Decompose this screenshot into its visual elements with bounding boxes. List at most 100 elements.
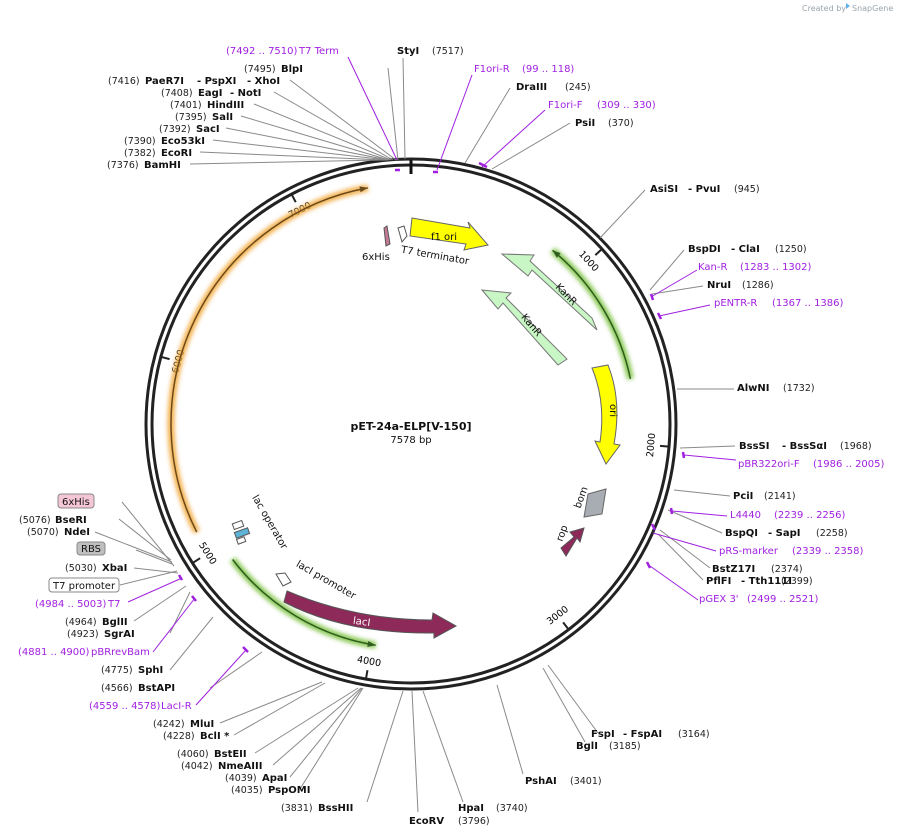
primer-pBR322ori-F: pBR322ori-F bbox=[738, 459, 800, 470]
svg-text:(4035): (4035) bbox=[231, 785, 263, 796]
svg-text:(5070): (5070) bbox=[27, 527, 59, 538]
svg-text:(7495): (7495) bbox=[244, 64, 276, 75]
primer-F1ori-F: F1ori-F bbox=[548, 100, 583, 111]
site-PsiI: PsiI bbox=[575, 118, 595, 129]
primer-pENTR-R: pENTR-R bbox=[714, 298, 757, 309]
rop-label: rop bbox=[555, 524, 571, 543]
t7-promoter-box-label: T7 promoter bbox=[52, 581, 116, 592]
site-PshAI: PshAI bbox=[525, 776, 557, 787]
svg-text:(5076): (5076) bbox=[19, 515, 51, 526]
tick-6000 bbox=[160, 355, 170, 361]
site-BstZ17I: BstZ17I bbox=[712, 564, 755, 575]
svg-text:(945): (945) bbox=[734, 184, 760, 195]
svg-text:- FspAI: - FspAI bbox=[623, 729, 662, 740]
svg-text:(4039): (4039) bbox=[225, 773, 257, 784]
tick-label-4000: 4000 bbox=[356, 654, 382, 669]
his6-top-label: 6xHis bbox=[362, 252, 390, 263]
rbs-box bbox=[76, 541, 106, 556]
rbs-box-label: RBS bbox=[81, 544, 101, 555]
site-AsiSI: AsiSI bbox=[650, 184, 678, 195]
site-leaders bbox=[94, 57, 736, 813]
svg-text:(5030): (5030) bbox=[65, 563, 97, 574]
site-BspQI: BspQI bbox=[725, 528, 758, 539]
svg-text:- SapI: - SapI bbox=[768, 528, 800, 539]
svg-text:(2339 .. 2358): (2339 .. 2358) bbox=[792, 546, 864, 557]
tick-3000 bbox=[562, 621, 570, 631]
lacI-promoter-label: lacI promoter bbox=[294, 559, 358, 602]
site-HpaI: HpaI bbox=[458, 803, 484, 814]
svg-text:(4042): (4042) bbox=[181, 761, 213, 772]
svg-text:- Tth111I: - Tth111I bbox=[741, 576, 792, 587]
svg-text:(4984 .. 5003): (4984 .. 5003) bbox=[35, 599, 107, 610]
t7-terminator-mark bbox=[397, 225, 408, 244]
svg-text:(4923): (4923) bbox=[67, 629, 99, 640]
svg-text:- PspXI: - PspXI bbox=[197, 76, 236, 87]
site-BseRI: BseRI bbox=[55, 515, 87, 526]
primer-F1ori-R: F1ori-R bbox=[474, 64, 510, 75]
svg-text:(1283 .. 1302): (1283 .. 1302) bbox=[740, 262, 812, 273]
svg-text:(3401): (3401) bbox=[570, 776, 602, 787]
site-FspI: FspI bbox=[591, 729, 615, 740]
svg-text:(245): (245) bbox=[565, 82, 591, 93]
site-SphI: SphI bbox=[138, 665, 163, 676]
site-BssSI: BssSI bbox=[739, 441, 769, 452]
credit-text: Created by bbox=[802, 4, 846, 13]
bom-box bbox=[583, 488, 607, 518]
site-PaeR7I: PaeR7I bbox=[145, 76, 184, 87]
tick-label-5000: 5000 bbox=[196, 540, 218, 566]
his6-top-mark bbox=[383, 225, 391, 247]
site-DraIII: DraIII bbox=[516, 82, 547, 93]
site-NdeI: NdeI bbox=[64, 527, 90, 538]
lacI-label: lacI bbox=[352, 616, 371, 629]
tick-label-2000: 2000 bbox=[645, 433, 658, 458]
svg-text:(4881 .. 4900): (4881 .. 4900) bbox=[18, 647, 90, 658]
svg-text:- NotI: - NotI bbox=[230, 88, 261, 99]
primer-T7-Term: T7 Term bbox=[298, 46, 339, 57]
f1-ori-label: f1 ori bbox=[431, 232, 457, 243]
svg-text:(99 .. 118): (99 .. 118) bbox=[522, 64, 574, 75]
backbone-outer bbox=[144, 157, 678, 691]
svg-text:(1968): (1968) bbox=[840, 441, 872, 452]
snapgene-logo-icon bbox=[846, 3, 850, 9]
site-BssHII: BssHII bbox=[318, 803, 353, 814]
primer-marks bbox=[177, 161, 686, 653]
site-BspDI: BspDI bbox=[688, 244, 721, 255]
primer-LacI-R: LacI-R bbox=[161, 701, 192, 712]
svg-text:(7416): (7416) bbox=[108, 76, 140, 87]
svg-text:(1986 .. 2005): (1986 .. 2005) bbox=[813, 459, 885, 470]
svg-text:(7408): (7408) bbox=[161, 88, 193, 99]
site-BstAPI: BstAPI bbox=[138, 683, 175, 694]
svg-text:(2258): (2258) bbox=[816, 528, 848, 539]
svg-text:(7395): (7395) bbox=[175, 112, 207, 123]
site-BclI: BclI * bbox=[200, 731, 230, 742]
svg-text:(309 .. 330): (309 .. 330) bbox=[597, 100, 656, 111]
site-BglII: BglII bbox=[102, 617, 128, 628]
tick-5000 bbox=[191, 557, 201, 564]
site-NmeAIII: NmeAIII bbox=[218, 761, 262, 772]
kan-orf-arc bbox=[550, 247, 634, 380]
laci-orf-arc bbox=[229, 557, 377, 649]
svg-text:(3831): (3831) bbox=[281, 803, 313, 814]
primer-pBRrevBam: pBRrevBam bbox=[91, 647, 150, 658]
svg-text:(3164): (3164) bbox=[678, 729, 710, 740]
svg-text:(1367 .. 1386): (1367 .. 1386) bbox=[772, 298, 844, 309]
site-MluI: MluI bbox=[190, 719, 214, 730]
svg-text:(2374): (2374) bbox=[771, 564, 803, 575]
svg-text:(1286): (1286) bbox=[742, 280, 774, 291]
site-SalI: SalI bbox=[212, 112, 233, 123]
t7-promoter-box bbox=[48, 577, 120, 593]
svg-text:(370): (370) bbox=[608, 118, 634, 129]
svg-text:(4242): (4242) bbox=[153, 719, 185, 730]
his6-box-label: 6xHis bbox=[62, 497, 90, 508]
kanR-arrow-1 bbox=[500, 253, 598, 331]
svg-text:- PvuI: - PvuI bbox=[688, 184, 720, 195]
site-SacI: SacI bbox=[196, 124, 220, 135]
svg-text:(4964): (4964) bbox=[65, 617, 97, 628]
site-PciI: PciI bbox=[733, 491, 753, 502]
svg-text:(4060): (4060) bbox=[177, 749, 209, 760]
ori-arrow bbox=[591, 364, 621, 465]
site-Eco53kI: Eco53kI bbox=[161, 136, 205, 147]
primer-labels: (7492 .. 7510) T7 Term F1ori-R (99 .. 11… bbox=[18, 46, 885, 712]
svg-text:(4775): (4775) bbox=[101, 665, 133, 676]
